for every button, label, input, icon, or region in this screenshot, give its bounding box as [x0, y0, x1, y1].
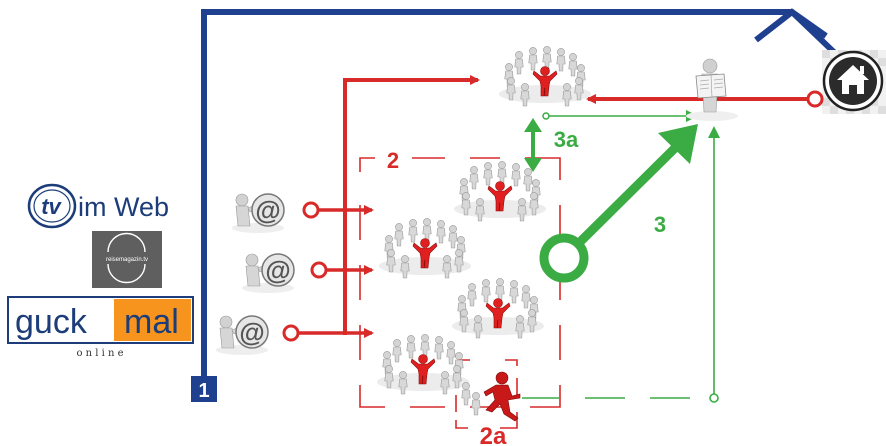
svg-text:im Web: im Web — [78, 192, 169, 222]
blue-arrowhead — [754, 8, 828, 43]
newspaper-reader-icon — [686, 58, 738, 121]
step-3a-label: 3a — [554, 127, 579, 152]
group-4 — [452, 278, 544, 338]
svg-text:mal: mal — [124, 303, 179, 341]
step-3-origin — [539, 233, 589, 283]
svg-text:o n l i n e: o n l i n e — [76, 348, 123, 359]
email-sender-2 — [241, 253, 295, 294]
group-3 — [379, 218, 471, 278]
step-1-badge — [191, 376, 217, 402]
svg-text:tv: tv — [41, 194, 62, 219]
email-sender-1 — [231, 193, 285, 234]
email-sender-3 — [215, 315, 269, 356]
step-1-label: 1 — [198, 380, 209, 402]
reisemagazin-logo: reisemagazin.tv — [92, 231, 162, 288]
step-2-label: 2 — [387, 148, 399, 173]
svg-text:guck: guck — [15, 303, 88, 341]
tv-im-web-logo: tv im Web — [27, 183, 169, 229]
group-top — [499, 46, 591, 106]
green-flows: 3a 3 — [522, 110, 720, 403]
step-2a-label: 2a — [480, 423, 507, 446]
blue-path: 1 — [191, 8, 841, 402]
home-connector — [806, 90, 824, 108]
group-5 — [377, 334, 469, 394]
running-figure-icon — [461, 371, 521, 422]
step-3-label: 3 — [654, 212, 666, 237]
home-icon — [822, 50, 886, 114]
svg-text:reisemagazin.tv: reisemagazin.tv — [106, 257, 148, 263]
guckmal-logo: guck mal o n l i n e — [7, 296, 194, 359]
